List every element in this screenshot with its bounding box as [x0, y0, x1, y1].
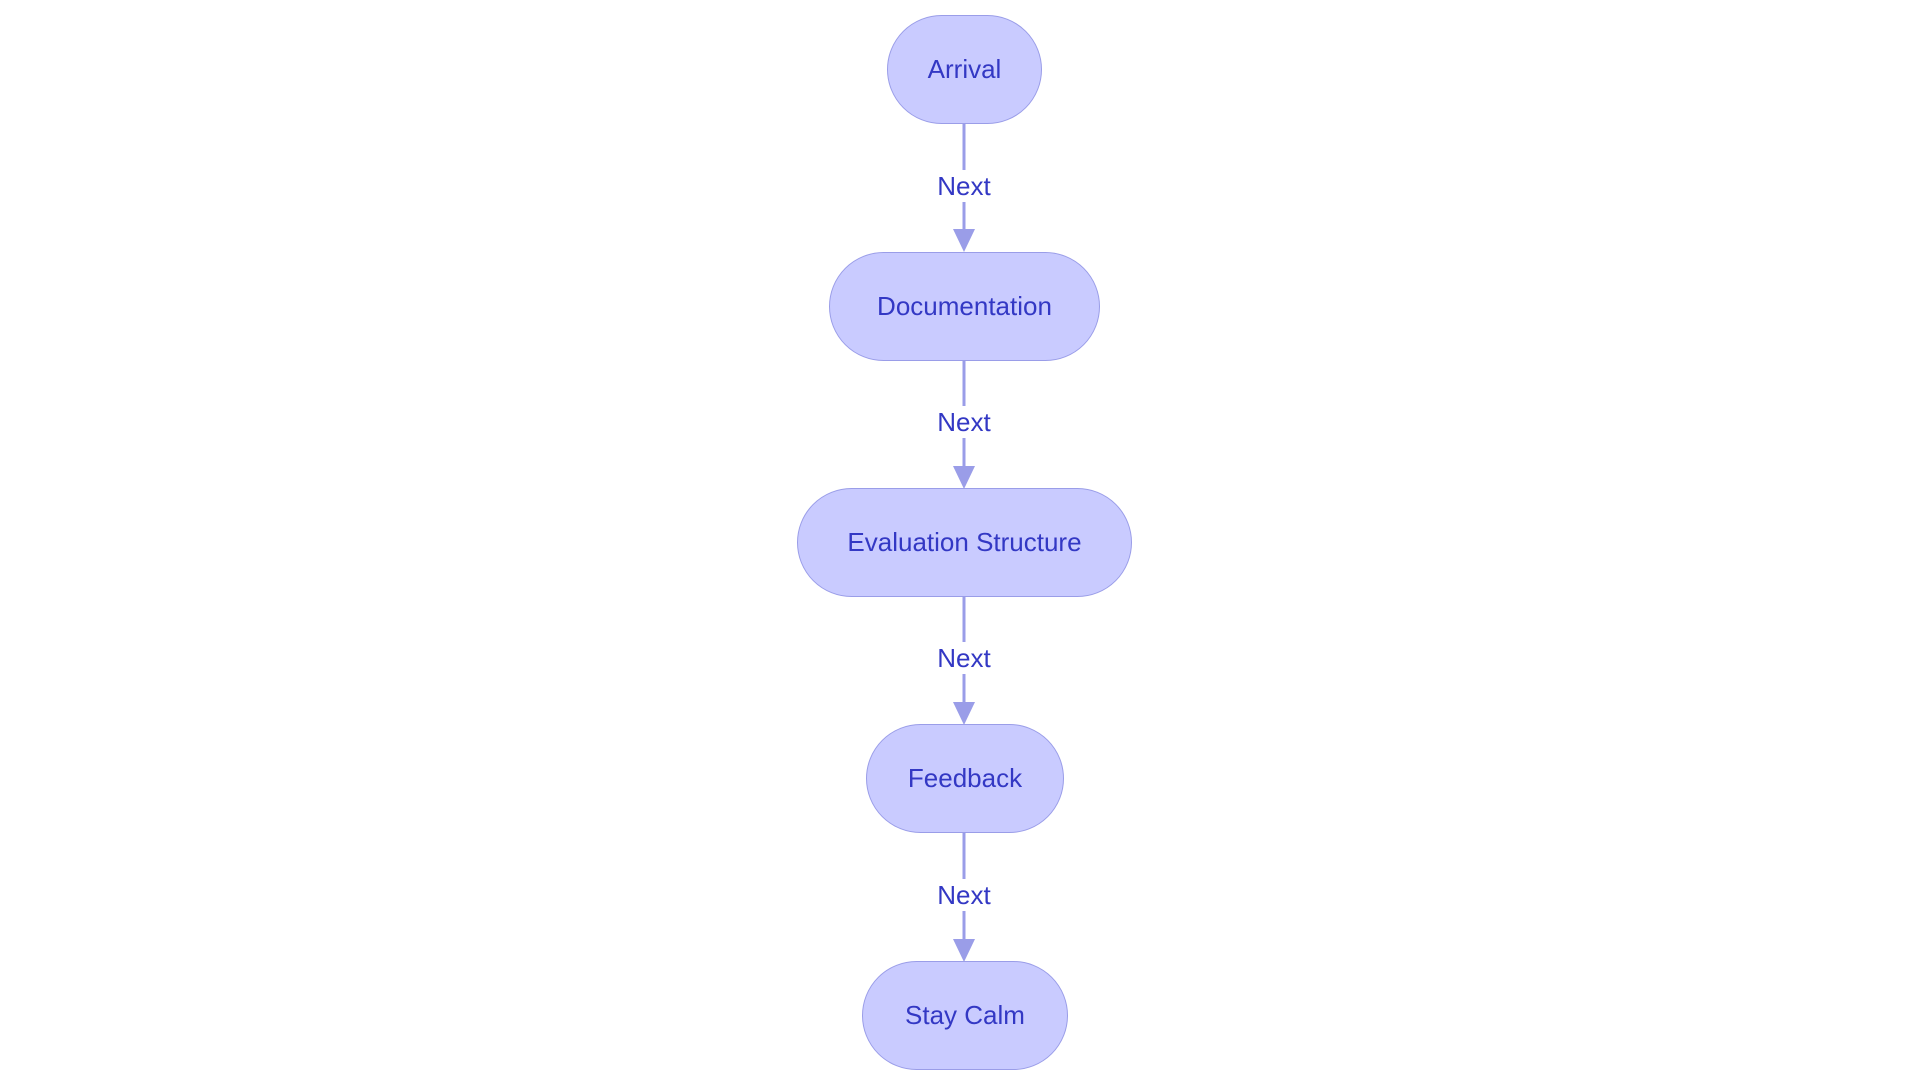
- arrowhead-icon: [953, 702, 975, 725]
- edge-label-evaluation-structure-feedback: Next: [935, 642, 993, 674]
- node-feedback[interactable]: Feedback: [866, 724, 1064, 833]
- node-label: Arrival: [927, 54, 1002, 84]
- arrowhead-icon: [953, 466, 975, 489]
- node-stay-calm[interactable]: Stay Calm: [862, 961, 1068, 1070]
- node-label: Stay Calm: [905, 1000, 1025, 1030]
- arrowhead-icon: [953, 939, 975, 962]
- node-label: Feedback: [907, 763, 1023, 793]
- edge-label-feedback-stay-calm: Next: [935, 879, 993, 911]
- node-label: Documentation: [877, 291, 1052, 321]
- node-label: Evaluation Structure: [847, 527, 1082, 557]
- arrowhead-icon: [953, 229, 975, 252]
- node-documentation[interactable]: Documentation: [829, 252, 1100, 361]
- edge-label-documentation-evaluation-structure: Next: [935, 406, 993, 438]
- node-arrival[interactable]: Arrival: [887, 15, 1042, 124]
- edge-label-arrival-documentation: Next: [935, 170, 993, 202]
- node-evaluation-structure[interactable]: Evaluation Structure: [797, 488, 1132, 597]
